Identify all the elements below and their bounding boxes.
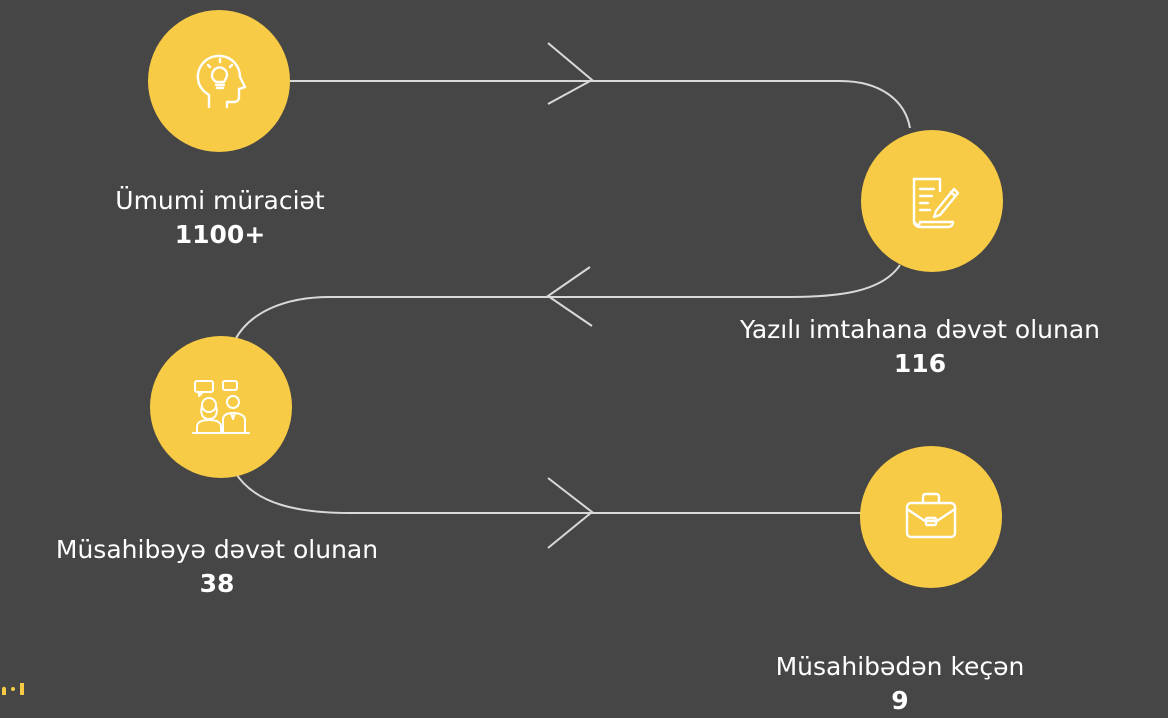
step-3-node <box>150 336 292 478</box>
step-1-label: Ümumi müraciət 1100+ <box>60 184 380 252</box>
step-2-title: Yazılı imtahana dəvət olunan <box>739 315 1101 344</box>
step-4-value: 9 <box>891 686 909 715</box>
step-2-node <box>861 130 1003 272</box>
arrow-head-2 <box>546 266 593 327</box>
document-pen-icon <box>912 177 960 229</box>
arrow-head-3 <box>547 477 594 549</box>
logo-fragment <box>2 683 24 695</box>
briefcase-icon <box>905 492 957 539</box>
step-4-title: Müsahibədən keçən <box>775 652 1025 681</box>
connector-3-4 <box>234 471 862 514</box>
head-lightbulb-icon <box>196 54 247 109</box>
step-3-title: Müsahibəyə dəvət olunan <box>55 535 379 564</box>
step-3-value: 38 <box>199 569 235 598</box>
step-2-value: 116 <box>893 349 947 378</box>
step-1-value: 1100+ <box>174 220 266 249</box>
step-1-title: Ümumi müraciət <box>115 186 325 215</box>
connector-1-2 <box>290 80 911 129</box>
flow-connectors <box>234 42 911 549</box>
step-1-node <box>148 10 290 152</box>
step-2-label: Yazılı imtahana dəvət olunan 116 <box>680 313 1160 381</box>
connector-2-3 <box>234 264 901 341</box>
interview-people-icon <box>192 380 250 434</box>
step-3-label: Müsahibəyə dəvət olunan 38 <box>0 533 434 601</box>
arrow-head-1 <box>547 42 594 105</box>
step-4-node <box>860 446 1002 588</box>
step-4-label: Müsahibədən keçən 9 <box>730 650 1070 718</box>
